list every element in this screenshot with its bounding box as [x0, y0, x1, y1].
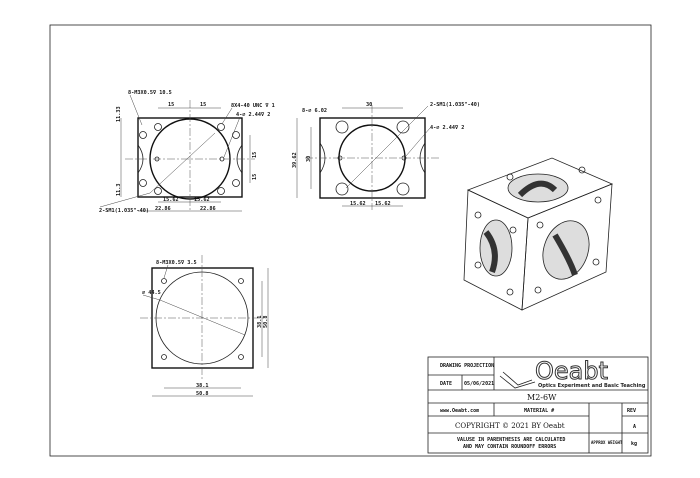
cube-right-face [521, 183, 613, 311]
rev-label: REV [627, 408, 636, 414]
front-holes [137, 123, 243, 195]
callout-pin: 4-∅ 2.44∇ 2 [430, 125, 464, 131]
date-value: 05/06/2021 [464, 381, 494, 387]
dim: 15 [252, 174, 258, 180]
callout-thread: 8-M3X0.5∇ 3.5 [156, 260, 197, 266]
side-view: 8-∅ 6.02 2-SM1(1.035"-40) 4-∅ 2.44∇ 2 30… [292, 102, 480, 210]
part-number: M2-6W [527, 393, 557, 402]
drawing-border [49, 24, 652, 457]
website: www.Oeabt.com [440, 408, 479, 414]
callout-thread: 8-M3X0.5∇ 10.5 [128, 90, 172, 96]
dim: 38.1 [196, 383, 209, 389]
front-view: 8-M3X0.5∇ 10.5 8X4-40 UNC ∇ 1 4-∅ 2.44∇ … [99, 90, 275, 214]
dim: 15 [200, 102, 206, 108]
date-label: DATE [440, 381, 452, 387]
copyright: COPYRIGHT © 2021 BY Oeabt [455, 422, 565, 430]
callout-sm1: 2-SM1(1.035"-40) [99, 208, 149, 214]
weight-unit: kg [631, 441, 637, 447]
note-line-1: VALUSE IN PARENTHESIS ARE CALCULATED [457, 437, 565, 443]
dim: 15 [252, 152, 258, 158]
logo-text: Oeabt [535, 357, 608, 385]
callout-hole: 8-∅ 6.02 [302, 108, 327, 114]
isometric-cube [463, 157, 614, 311]
dim: 11.3 [116, 184, 122, 197]
dim: 50.8 [263, 316, 269, 329]
dim: 15.62 [163, 197, 179, 203]
dim: 50.8 [196, 391, 209, 397]
callout-sm1: 2-SM1(1.035"-40) [430, 102, 480, 108]
dim: 30 [366, 102, 372, 108]
callout-bore: ∅ 44.5 [142, 290, 161, 296]
material-label: MATERIAL # [524, 408, 554, 414]
callout-unc: 8X4-40 UNC ∇ 1 [231, 103, 275, 109]
dim: 15 [168, 102, 174, 108]
logo-icon [499, 371, 536, 389]
dim: 11.33 [116, 106, 122, 122]
callout-pin: 4-∅ 2.44∇ 2 [236, 112, 270, 118]
weight-label: APPROX WEIGHT [591, 440, 623, 445]
dim: 22.86 [200, 206, 216, 212]
note-line-2: AND MAY CONTAIN ROUNDOFF ERRORS [463, 444, 556, 450]
dim: 30 [306, 156, 312, 162]
dim: 38.1 [257, 316, 263, 329]
bottom-view: 8-M3X0.5∇ 3.5 ∅ 44.5 38.1 50.8 38.1 50.8 [140, 255, 269, 397]
dim: 15.62 [375, 201, 391, 207]
dim: 15.62 [350, 201, 366, 207]
drawing-projection-label: DRAWING PROJECTION [440, 363, 494, 369]
rev-value: A [633, 424, 636, 430]
dim: 22.86 [155, 206, 171, 212]
dim: 39.62 [292, 152, 298, 168]
title-block: DRAWING PROJECTION DATE 05/06/2021 Oeabt… [427, 357, 649, 454]
logo-subtitle: Optics Experiment and Basic Teaching [538, 383, 646, 389]
dim: 15.62 [194, 197, 210, 203]
